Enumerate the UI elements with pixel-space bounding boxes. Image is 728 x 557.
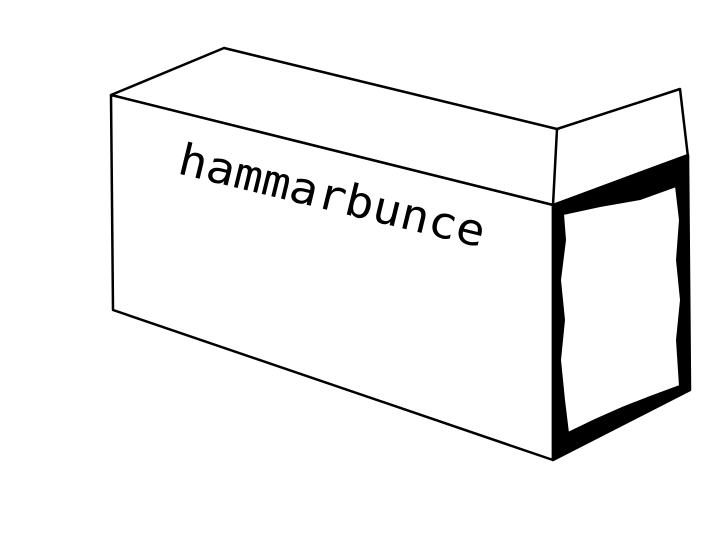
box-end-opening <box>558 184 683 435</box>
box-top-edge <box>551 128 559 206</box>
